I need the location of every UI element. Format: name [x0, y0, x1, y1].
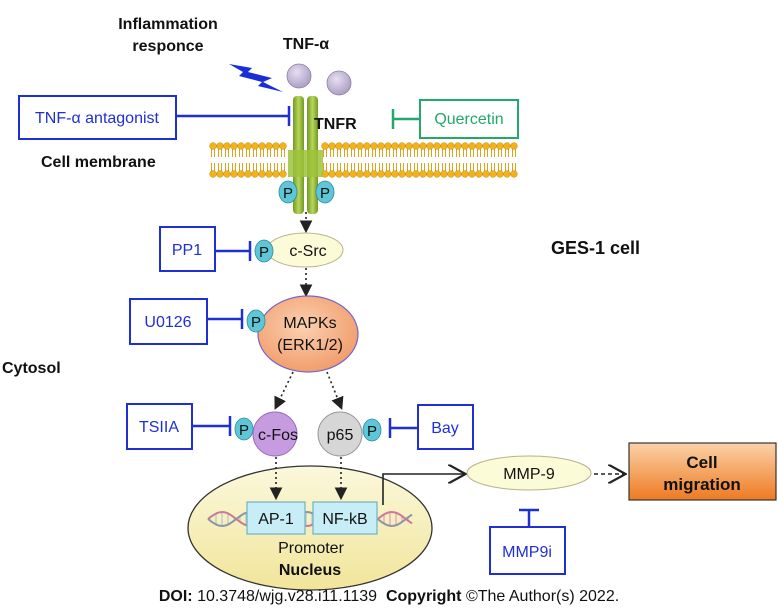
phospho-label: P — [367, 423, 377, 440]
u0126-box — [129, 298, 208, 345]
p65-label: p65 — [327, 427, 354, 444]
tnfr-label: TNFR — [314, 116, 357, 133]
inflammation-label: Inflammation responce — [118, 16, 218, 55]
doi-label: DOI: — [158, 588, 193, 605]
mapks-label-line1: MAPKs — [283, 315, 336, 332]
receptor-phospho-right: P — [315, 180, 335, 204]
tnfr-receptor — [288, 96, 323, 214]
receptor-phospho-left: P — [278, 180, 298, 204]
tnf-antagonist-box — [18, 95, 177, 140]
c-src-node: c-Src — [266, 232, 344, 268]
p65-phospho: P — [362, 418, 382, 442]
c-src-label: c-Src — [289, 243, 326, 260]
tsiia-box — [126, 403, 193, 450]
cell-membrane-label: Cell membrane — [41, 154, 156, 171]
cell-migration-node: Cell migration — [628, 442, 777, 501]
c-fos-label: c-Fos — [258, 427, 298, 444]
mmp9i-label: MMP9i — [502, 544, 552, 561]
mapks-node: MAPKs (ERK1/2) — [257, 295, 359, 373]
phospho-label: P — [239, 422, 249, 439]
mmp9-label: MMP-9 — [503, 466, 555, 483]
pp1-box — [159, 226, 216, 272]
c-fos-node: c-Fos — [252, 411, 298, 457]
cell-membrane-bilayer — [209, 142, 518, 178]
bay-inhibitor: Bay — [388, 404, 474, 450]
quercetin-label: Quercetin — [434, 111, 503, 128]
p65-node: p65 — [317, 411, 363, 457]
arrow-mapks-to-cfos — [274, 371, 294, 410]
tnf-ligand-1 — [286, 63, 312, 89]
quercetin-inhibitor: Quercetin — [391, 99, 519, 139]
pp1-inhibitor: PP1 — [159, 226, 252, 272]
inflammation-label-line1: Inflammation — [118, 16, 218, 33]
nfkb-label: NF-kB — [322, 511, 367, 528]
mmp9i-inhibitor: MMP9i — [489, 508, 566, 575]
arrow-mapks-to-p65 — [326, 371, 344, 410]
phospho-label: P — [251, 314, 261, 331]
u0126-label: U0126 — [144, 314, 191, 331]
ges1-cell-label: GES-1 cell — [551, 238, 640, 258]
tnf-antagonist-inhibitor: TNF-α antagonist — [18, 95, 291, 140]
cytosol-label: Cytosol — [2, 360, 61, 377]
phospho-label: P — [283, 185, 293, 202]
copyright-value: ©The Author(s) 2022. — [465, 588, 620, 605]
copyright-label: Copyright — [385, 588, 462, 605]
phospho-label: P — [259, 244, 269, 261]
bay-box — [417, 404, 474, 450]
tnf-antagonist-label: TNF-α antagonist — [35, 110, 160, 127]
lightning-bolt-icon — [229, 64, 283, 92]
arrow-promoter-to-mmp9 — [382, 474, 464, 505]
phospho-label: P — [320, 185, 330, 202]
cell-migration-label-line2: migration — [663, 475, 740, 494]
tnf-alpha-label: TNF-α — [283, 36, 329, 53]
tnf-ligand-2 — [326, 70, 352, 96]
ap1-label: AP-1 — [258, 511, 294, 528]
doi-value: 10.3748/wjg.v28.i11.1139 — [197, 588, 378, 605]
pp1-label: PP1 — [172, 242, 202, 259]
c-src-phospho: P — [254, 239, 274, 263]
promoter-label: Promoter — [278, 540, 344, 557]
inflammation-label-line2: responce — [132, 38, 203, 55]
quercetin-box — [419, 99, 519, 139]
bay-label: Bay — [431, 420, 459, 437]
cell-migration-label-line1: Cell — [686, 453, 717, 472]
c-fos-phospho: P — [234, 417, 254, 441]
tsiia-inhibitor: TSIIA — [126, 403, 232, 450]
nucleus — [187, 465, 433, 591]
u0126-inhibitor: U0126 — [129, 298, 244, 345]
mmp9-node: MMP-9 — [466, 455, 592, 491]
tsiia-label: TSIIA — [139, 419, 179, 436]
mapks-label-line2: (ERK1/2) — [277, 337, 343, 354]
mapks-phospho: P — [246, 309, 266, 333]
mmp9i-box — [489, 526, 566, 575]
citation-footer: DOI: 10.3748/wjg.v28.i11.1139 Copyright … — [0, 588, 778, 610]
nfkb-node: NF-kB — [312, 501, 378, 535]
ap1-node: AP-1 — [246, 501, 306, 535]
nucleus-label: Nucleus — [279, 562, 341, 579]
